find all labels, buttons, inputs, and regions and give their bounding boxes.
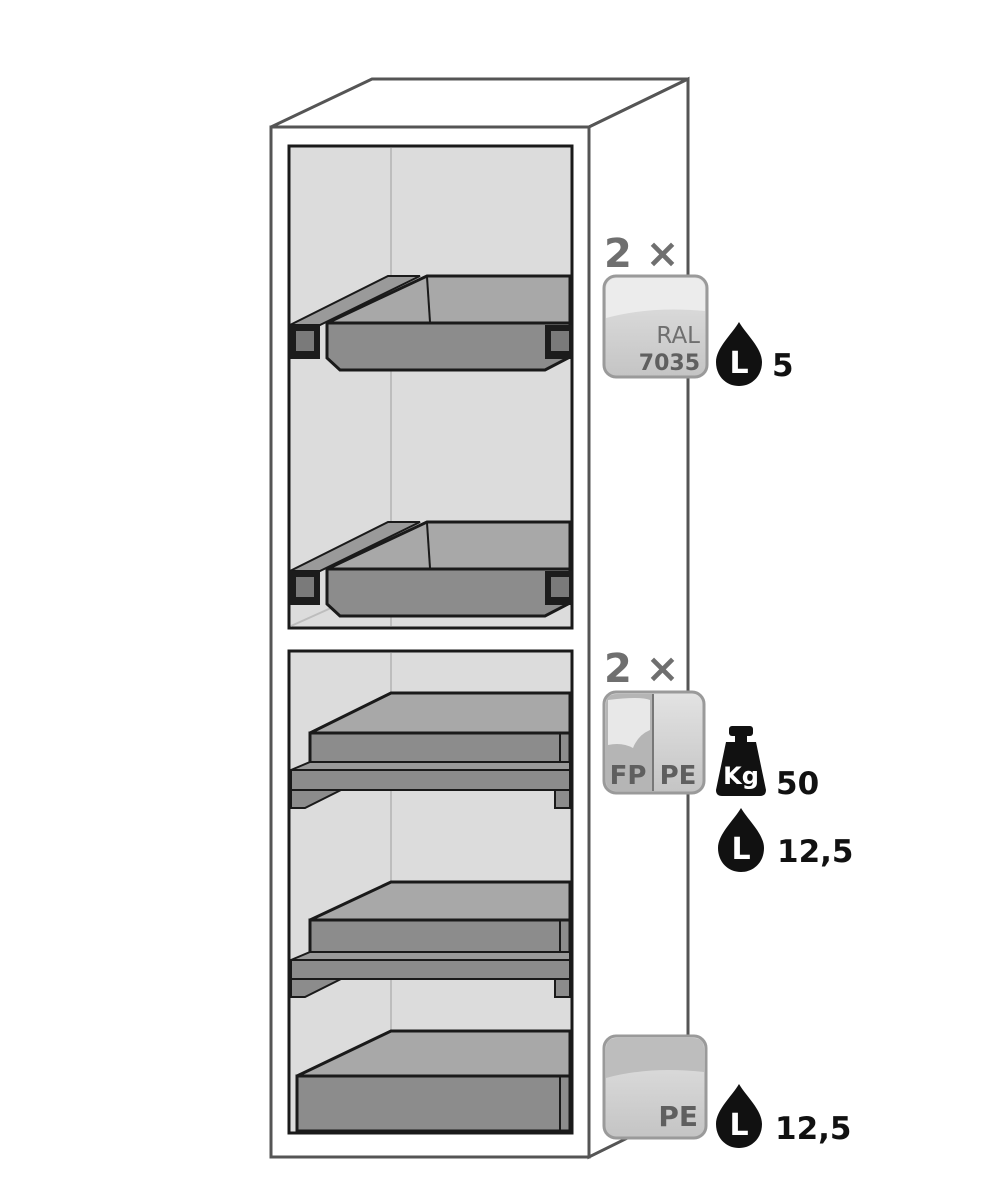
- weight-icon: Kg: [716, 726, 766, 796]
- droplet-icon: L: [716, 322, 762, 386]
- quantity-label-middle: 2 ×: [604, 646, 679, 692]
- volume-value-middle: 12,5: [777, 834, 854, 870]
- bottom-sump-tray: [295, 1029, 572, 1133]
- volume-value-top: 5: [772, 348, 794, 384]
- weight-value: 50: [776, 766, 819, 802]
- weight-icon-label: Kg: [723, 762, 759, 790]
- droplet-icon-letter: L: [731, 832, 750, 867]
- pullout-tray-2: [289, 520, 572, 618]
- ral-label: RAL: [656, 323, 700, 349]
- ral-swatch: RAL 7035: [602, 274, 709, 379]
- droplet-icon: L: [718, 808, 764, 872]
- material-fp-label: FP: [610, 761, 647, 791]
- shelf-tray-2: [290, 880, 572, 998]
- material-swatch-fp-pe: FP PE: [602, 690, 706, 795]
- droplet-icon-letter: L: [729, 1108, 748, 1143]
- material-pe-label-bottom: PE: [658, 1100, 698, 1133]
- shelf-tray-1: [290, 691, 572, 809]
- material-pe-label: PE: [660, 761, 697, 791]
- droplet-icon-letter: L: [729, 346, 748, 381]
- material-swatch-pe: PE: [602, 1034, 708, 1140]
- pullout-tray-1: [289, 274, 572, 372]
- droplet-icon: L: [716, 1084, 762, 1148]
- quantity-label-top: 2 ×: [604, 231, 679, 277]
- volume-value-bottom: 12,5: [775, 1111, 852, 1147]
- ral-code: 7035: [639, 351, 700, 376]
